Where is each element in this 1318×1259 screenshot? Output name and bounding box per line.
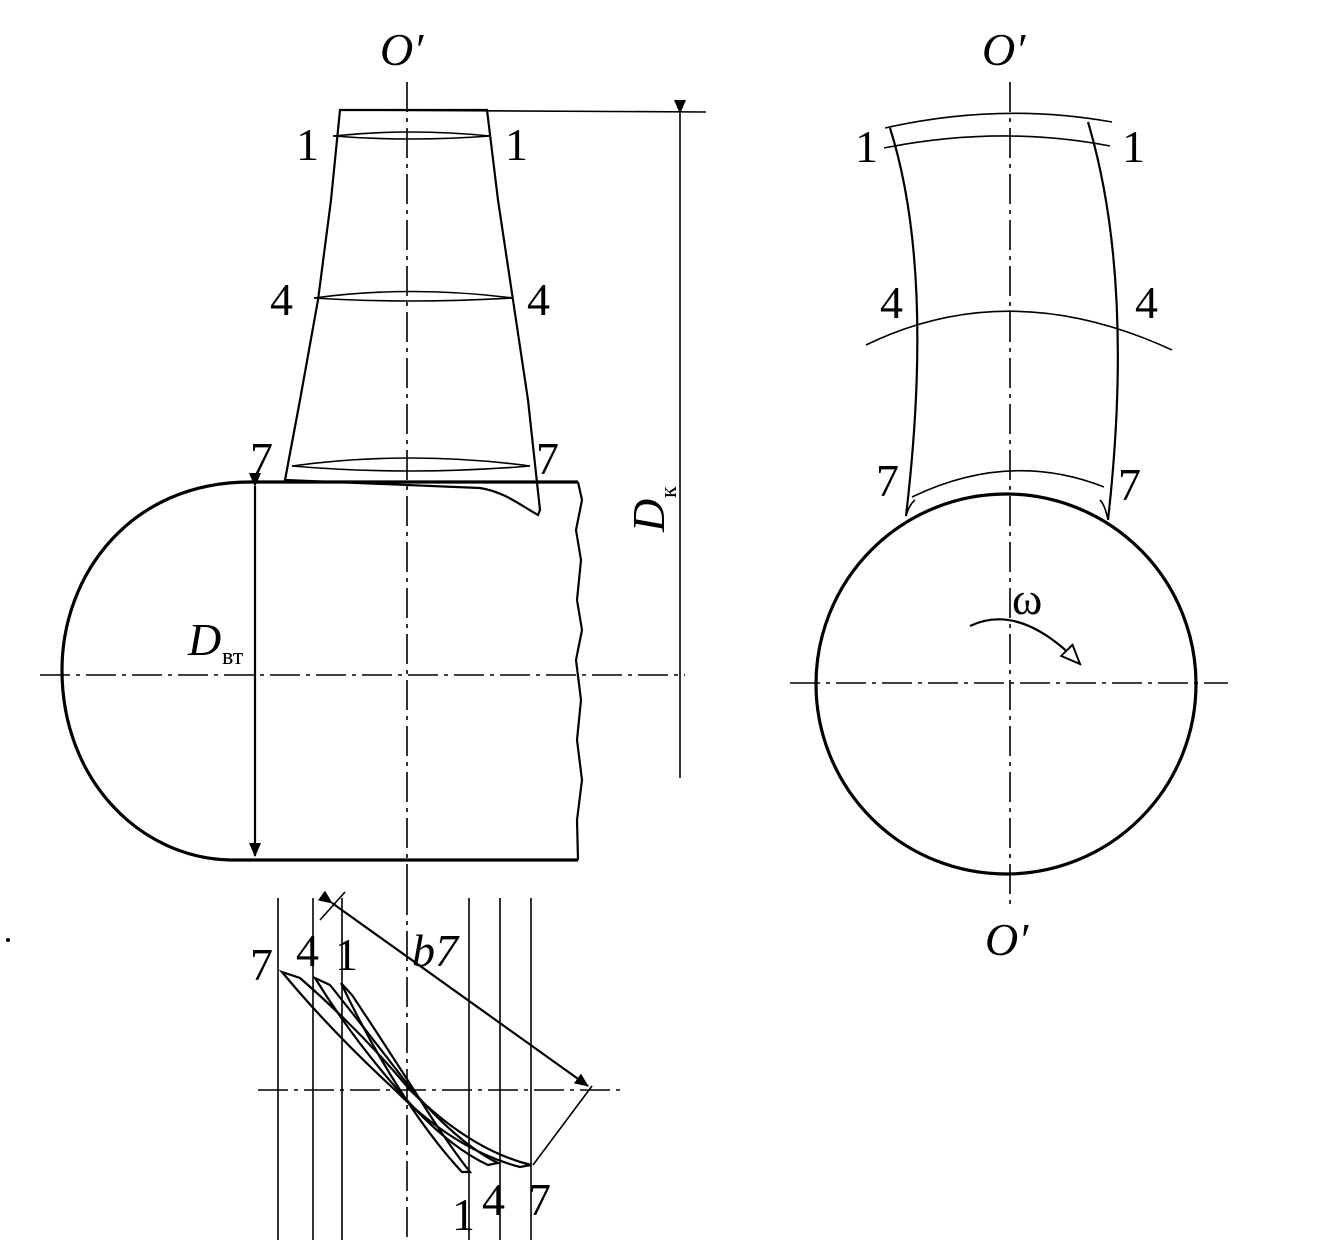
section-line-1 <box>332 131 491 137</box>
section-label-4-left: 4 <box>270 274 293 325</box>
section-line-7 <box>291 457 531 467</box>
front-arc-1-inner <box>883 135 1111 149</box>
section-label-4-right: 4 <box>527 274 550 325</box>
svg-text:D: D <box>623 499 674 533</box>
axis-label-top-right: O′ <box>982 24 1026 75</box>
svg-text:вт: вт <box>222 644 244 670</box>
svg-text:D: D <box>187 614 221 665</box>
front-arc-4 <box>865 310 1173 351</box>
front-label-7-left: 7 <box>876 455 899 506</box>
profile-label-4-top: 4 <box>296 925 319 976</box>
front-arc-1-outer <box>884 112 1113 129</box>
rotation-arrow <box>969 618 1080 664</box>
hub-break-line <box>574 481 584 861</box>
profile-section-7 <box>278 969 532 1169</box>
blade-front-hub-fillet-right <box>1099 499 1109 521</box>
profile-label-1-bottom: 1 <box>452 1189 475 1240</box>
front-label-4-left: 4 <box>880 277 903 328</box>
front-view: O′ 1 1 4 4 7 7 ω O′ <box>790 24 1228 965</box>
blade-front-hub-fillet-left <box>905 499 916 517</box>
omega-label: ω <box>1012 573 1042 624</box>
section-line-4 <box>313 290 514 299</box>
front-label-7-right: 7 <box>1118 459 1141 510</box>
blade-front-right-edge <box>1086 121 1119 521</box>
svg-text:к: к <box>656 486 682 498</box>
blade-front-left-edge <box>888 127 919 517</box>
front-label-1-left: 1 <box>855 121 878 172</box>
profile-label-4-bottom: 4 <box>482 1174 505 1225</box>
chord-label: b7 <box>412 925 460 976</box>
section-label-7-left: 7 <box>250 433 273 484</box>
hub-circle <box>814 492 1198 876</box>
front-label-1-right: 1 <box>1122 121 1145 172</box>
front-label-4-right: 4 <box>1135 277 1158 328</box>
hub-body <box>60 480 578 862</box>
profile-section-4 <box>312 975 502 1167</box>
profile-label-7-top: 7 <box>250 939 273 990</box>
section-label-1-right: 1 <box>505 119 528 170</box>
stray-dot <box>6 938 10 942</box>
side-view: O′ 1 1 4 4 7 7 D к D вт <box>40 24 707 885</box>
dbt-label: D вт <box>187 614 244 670</box>
profile-section-1 <box>340 982 473 1174</box>
axis-label-bottom-right: O′ <box>985 914 1029 965</box>
section-label-7-right: 7 <box>536 433 559 484</box>
front-arc-7 <box>911 469 1105 498</box>
chord-dimension-line <box>317 890 589 1087</box>
profile-label-1-top: 1 <box>335 929 358 980</box>
dk-label: D к <box>623 486 682 533</box>
profile-view: 7 4 1 b7 1 4 7 <box>250 885 625 1240</box>
blade-outline <box>283 108 542 517</box>
axis-label-top-left: O′ <box>380 24 424 75</box>
section-label-1-left: 1 <box>296 119 319 170</box>
profile-label-7-bottom: 7 <box>528 1174 551 1225</box>
